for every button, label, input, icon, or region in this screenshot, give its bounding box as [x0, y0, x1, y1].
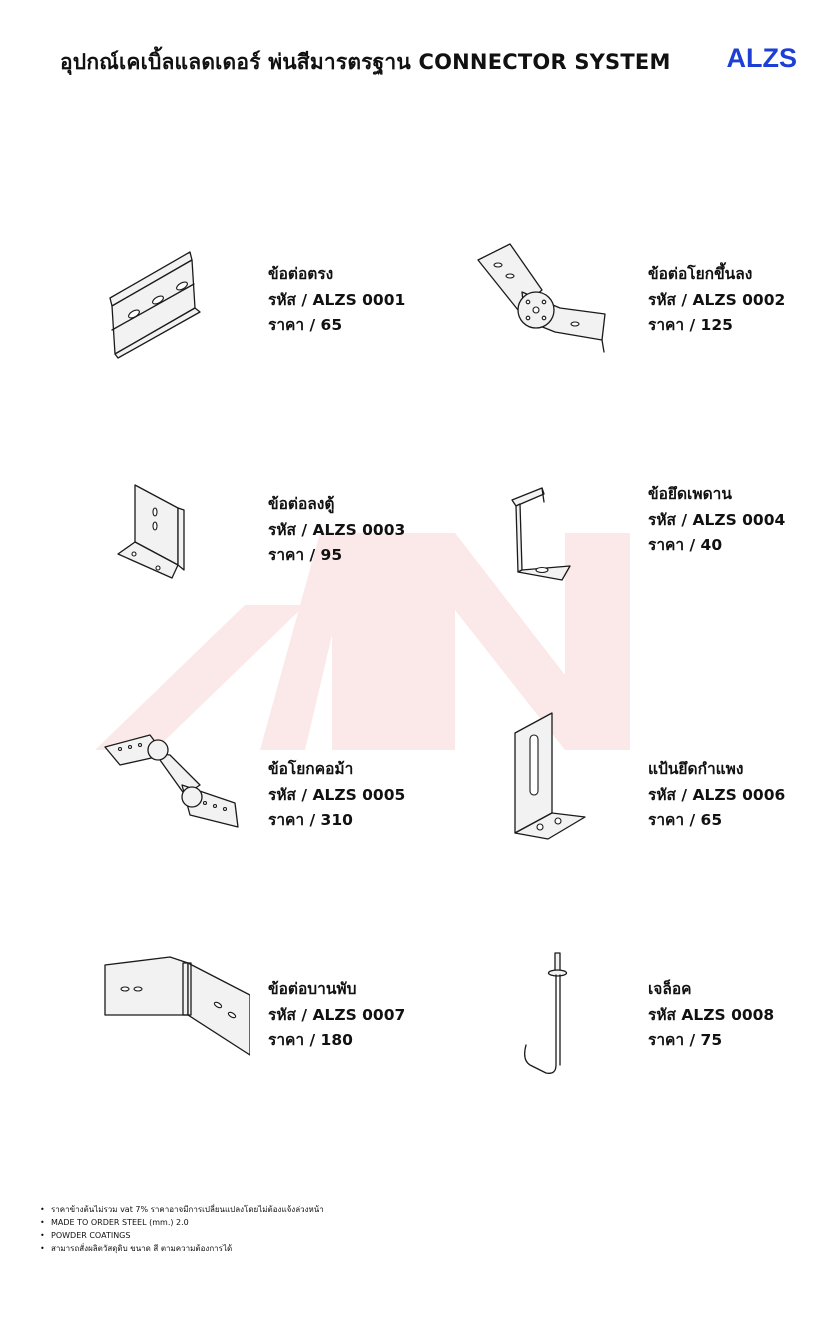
product-name: ข้อต่อลงตู้	[268, 495, 335, 513]
watermark-logo	[95, 533, 630, 750]
product-card: ข้อโยกคอม้า รหัส / ALZS 0005 ราคา / 310	[100, 725, 500, 865]
product-card: ข้อยึดเพดาน รหัส / ALZS 0004 ราคา / 40	[470, 470, 832, 610]
footer-note: POWDER COATINGS	[40, 1229, 324, 1242]
product-card: แป้นยึดกำแพง รหัส / ALZS 0006 ราคา / 65	[470, 705, 832, 845]
product-price: ราคา / 125	[648, 316, 733, 334]
product-code: รหัส / ALZS 0002	[648, 290, 786, 309]
product-code: รหัส ALZS 0008	[648, 1005, 775, 1024]
footer-notes: ราคาข้างต้นไม่รวม vat 7% ราคาอาจมีการเปล…	[40, 1203, 324, 1255]
product-price: ราคา / 95	[268, 546, 343, 564]
product-code: รหัส / ALZS 0007	[268, 1005, 406, 1024]
product-price: ราคา / 75	[648, 1031, 723, 1049]
product-name: ข้อต่อโยกขึ้นลง	[648, 265, 753, 283]
j-hook-icon	[524, 952, 568, 1074]
product-code: รหัส / ALZS 0003	[268, 520, 406, 539]
product-code: รหัส / ALZS 0005	[268, 785, 406, 804]
cabinet-drop-connector-icon	[117, 484, 185, 579]
product-card: ข้อต่อลงตู้ รหัส / ALZS 0003 ราคา / 95	[100, 470, 500, 610]
vertical-hinge-connector-icon	[477, 243, 606, 353]
straight-connector-icon	[109, 251, 201, 359]
product-price: ราคา / 310	[268, 811, 353, 829]
product-card: ข้อต่อบานพับ รหัส / ALZS 0007 ราคา / 180	[100, 945, 500, 1085]
product-price: ราคา / 65	[268, 316, 343, 334]
product-name: เจล็อค	[648, 980, 692, 998]
product-price: ราคา / 180	[268, 1031, 353, 1049]
product-card: เจล็อค รหัส ALZS 0008 ราคา / 75	[470, 945, 832, 1085]
footer-note: สามารถสั่งผลิตวัสดุดิบ ขนาด สี ตามความต้…	[40, 1242, 324, 1255]
product-card: ข้อต่อโยกขึ้นลง รหัส / ALZS 0002 ราคา / …	[470, 230, 832, 370]
page-title: อุปกณ์เคเบิ้ลแลดเดอร์ พ่นสีมารตรฐาน CONN…	[60, 50, 671, 74]
product-code: รหัส / ALZS 0004	[648, 510, 786, 529]
product-name: แป้นยึดกำแพง	[648, 760, 744, 778]
product-name: ข้อต่อบานพับ	[268, 980, 357, 998]
product-code: รหัส / ALZS 0001	[268, 290, 406, 309]
ceiling-bracket-icon	[511, 487, 571, 581]
swan-neck-connector-icon	[104, 734, 239, 828]
brand-logo: ALZS	[726, 43, 798, 73]
product-code: รหัส / ALZS 0006	[648, 785, 786, 804]
product-price: ราคา / 65	[648, 811, 723, 829]
horizontal-hinge-connector-icon	[104, 956, 250, 1056]
footer-note: MADE TO ORDER STEEL (mm.) 2.0	[40, 1216, 324, 1229]
product-card: ข้อต่อตรง รหัส / ALZS 0001 ราคา / 65	[100, 230, 500, 370]
product-price: ราคา / 40	[648, 536, 723, 554]
product-name: ข้อยึดเพดาน	[648, 485, 732, 503]
product-name: ข้อต่อตรง	[268, 265, 334, 283]
footer-note: ราคาข้างต้นไม่รวม vat 7% ราคาอาจมีการเปล…	[40, 1203, 324, 1216]
product-name: ข้อโยกคอม้า	[268, 760, 354, 778]
wall-bracket-icon	[514, 712, 586, 840]
